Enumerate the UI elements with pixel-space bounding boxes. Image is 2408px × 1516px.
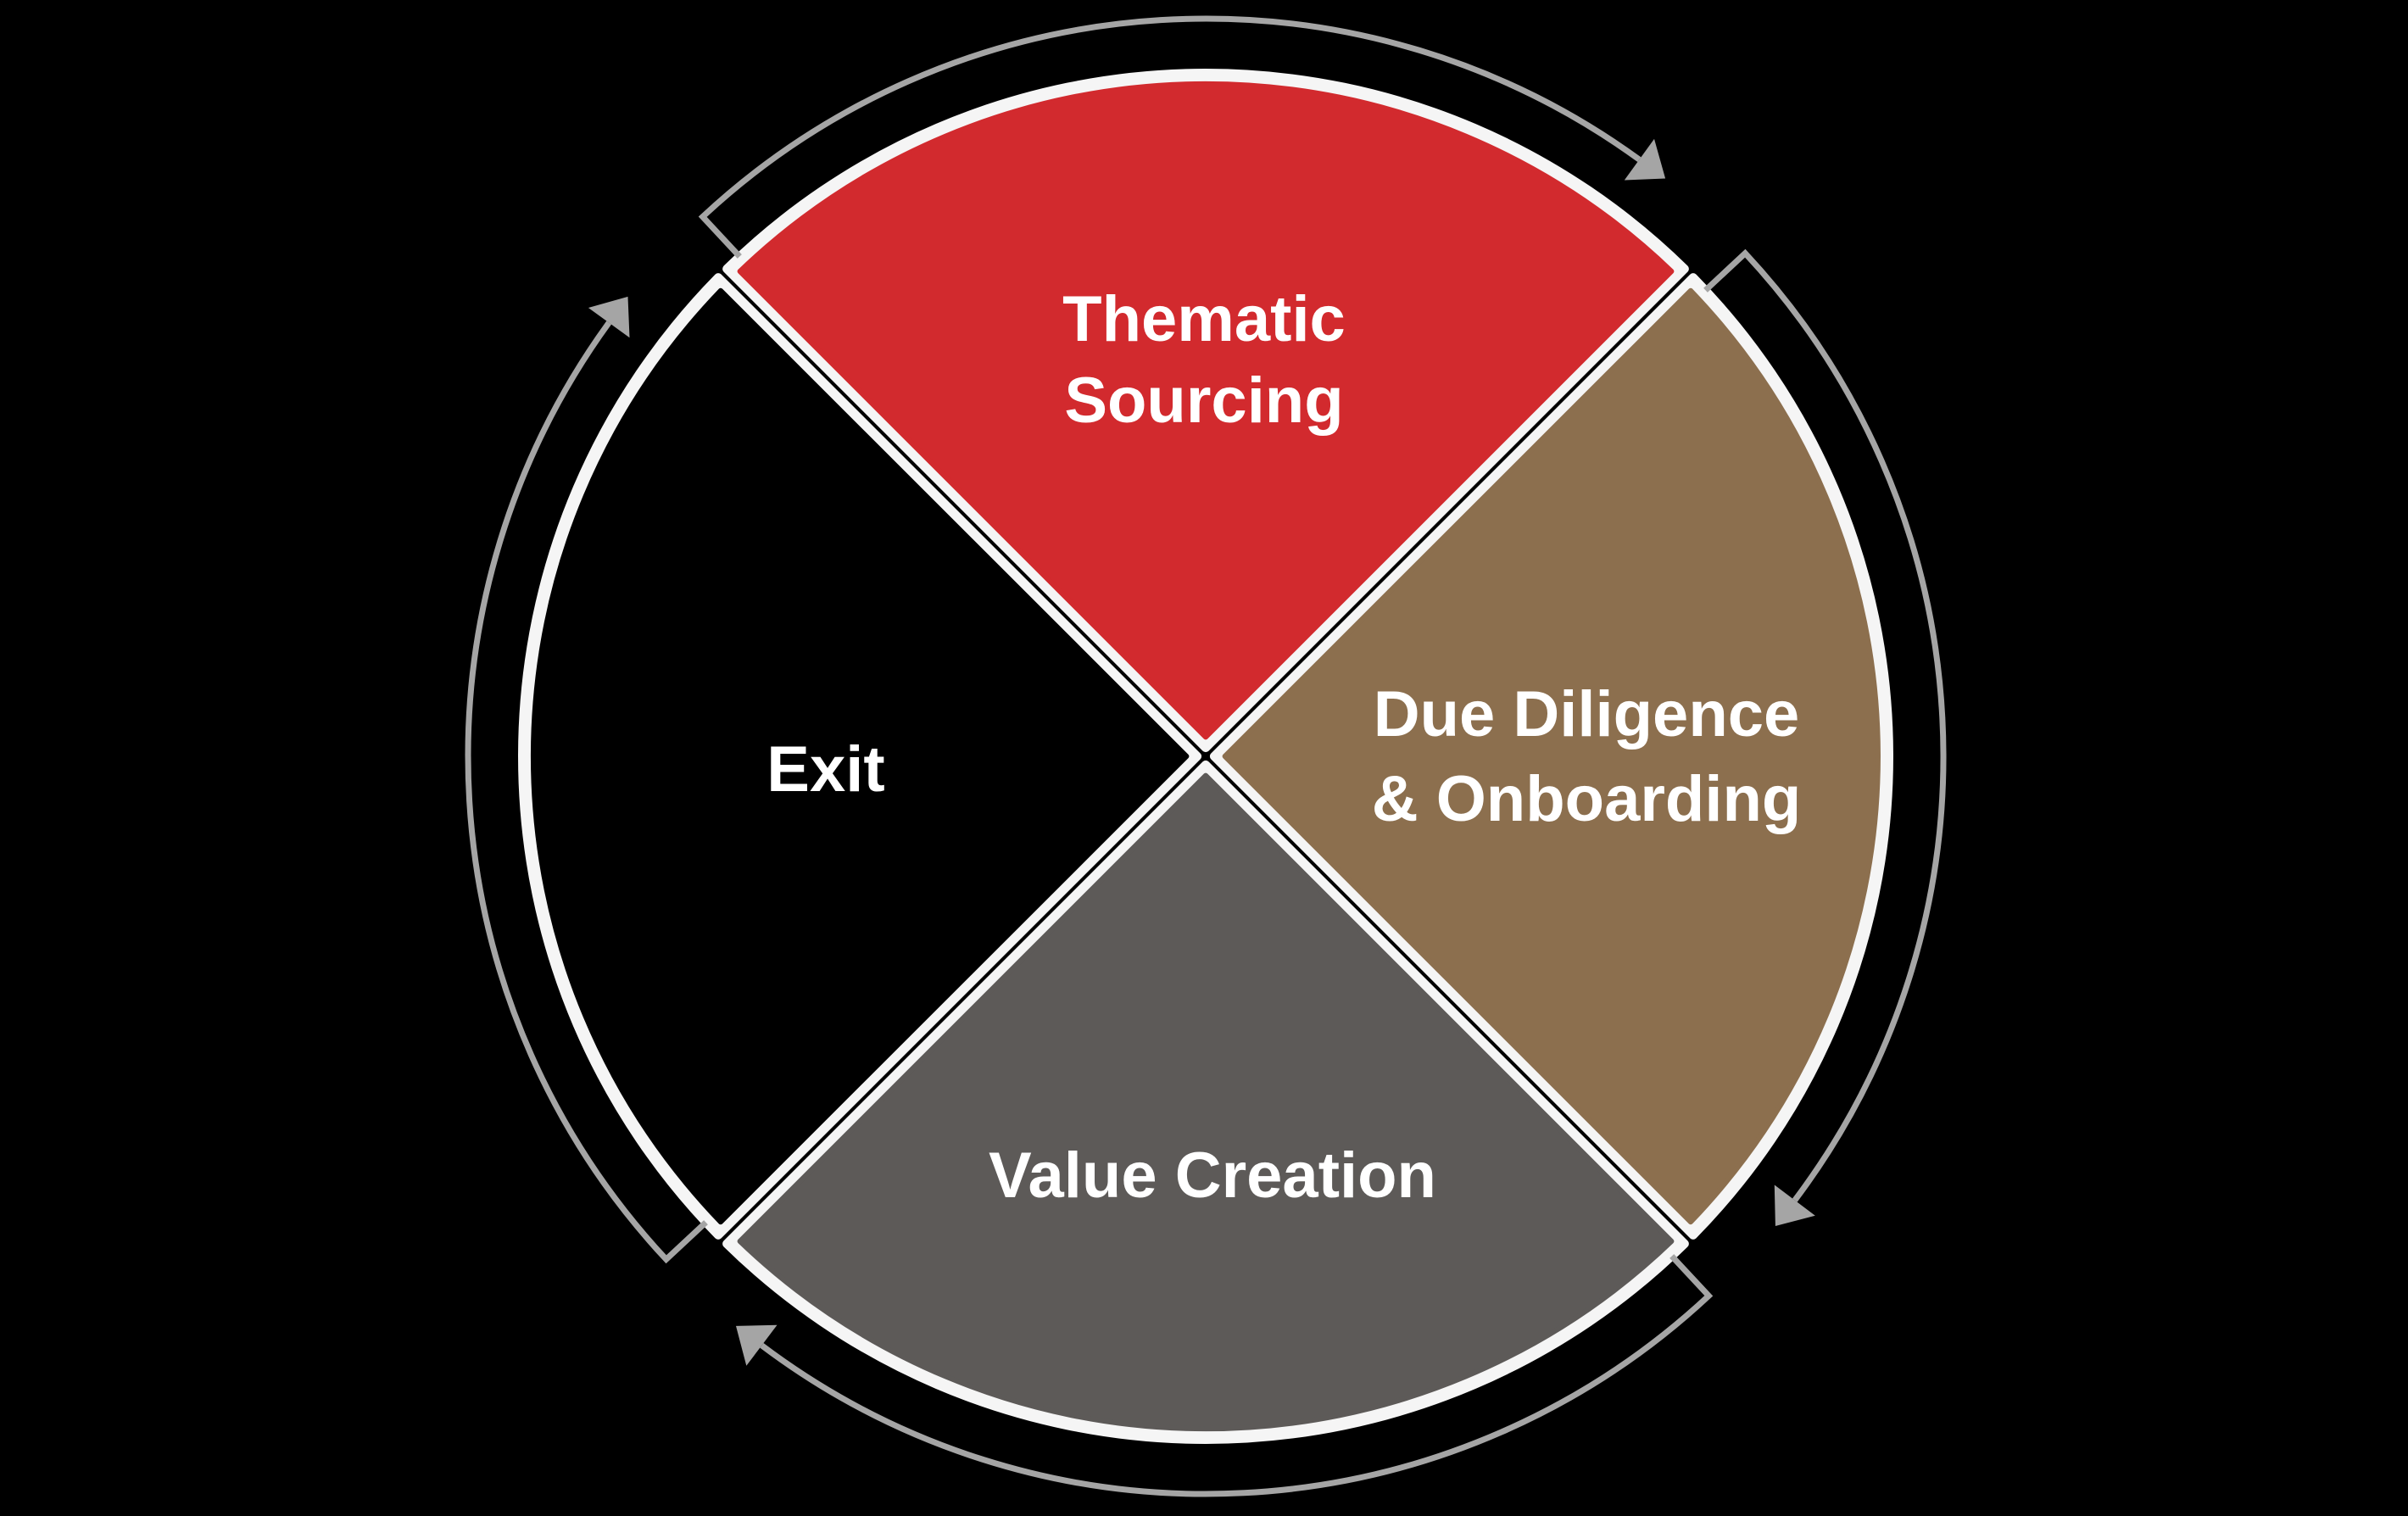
flow-arc-left (465, 320, 708, 1264)
segment-exit: Exit (518, 273, 1202, 1240)
segment-label: Sourcing (1064, 365, 1343, 437)
arrowhead-bottom-left-icon (736, 1324, 778, 1366)
flow-arrows (465, 15, 1947, 1497)
segment-due-diligence-onboarding: Due Diligence & Onboarding (1209, 273, 1893, 1240)
segment-label: Due Diligence (1374, 678, 1800, 750)
segment-wedge (530, 287, 1190, 1225)
segment-value-creation: Value Creation (722, 760, 1689, 1444)
arrowhead-top-right-icon (1624, 138, 1666, 181)
segment-wedge (737, 81, 1675, 740)
segment-wedge (1222, 287, 1881, 1225)
segment-label: & Onboarding (1372, 763, 1802, 835)
flow-arc-bottom (760, 1254, 1714, 1497)
segment-wedge (737, 772, 1675, 1432)
segment-thematic-sourcing: Thematic Sourcing (722, 69, 1689, 753)
segment-label: Exit (766, 733, 884, 805)
segment-label: Value Creation (989, 1140, 1436, 1212)
segment-label: Thematic (1062, 283, 1346, 355)
arrowhead-bottom-right-icon (1774, 1184, 1815, 1226)
flow-arc-top (698, 15, 1642, 259)
flow-arc-right (1703, 248, 1947, 1202)
arrowhead-top-left-icon (588, 296, 630, 338)
